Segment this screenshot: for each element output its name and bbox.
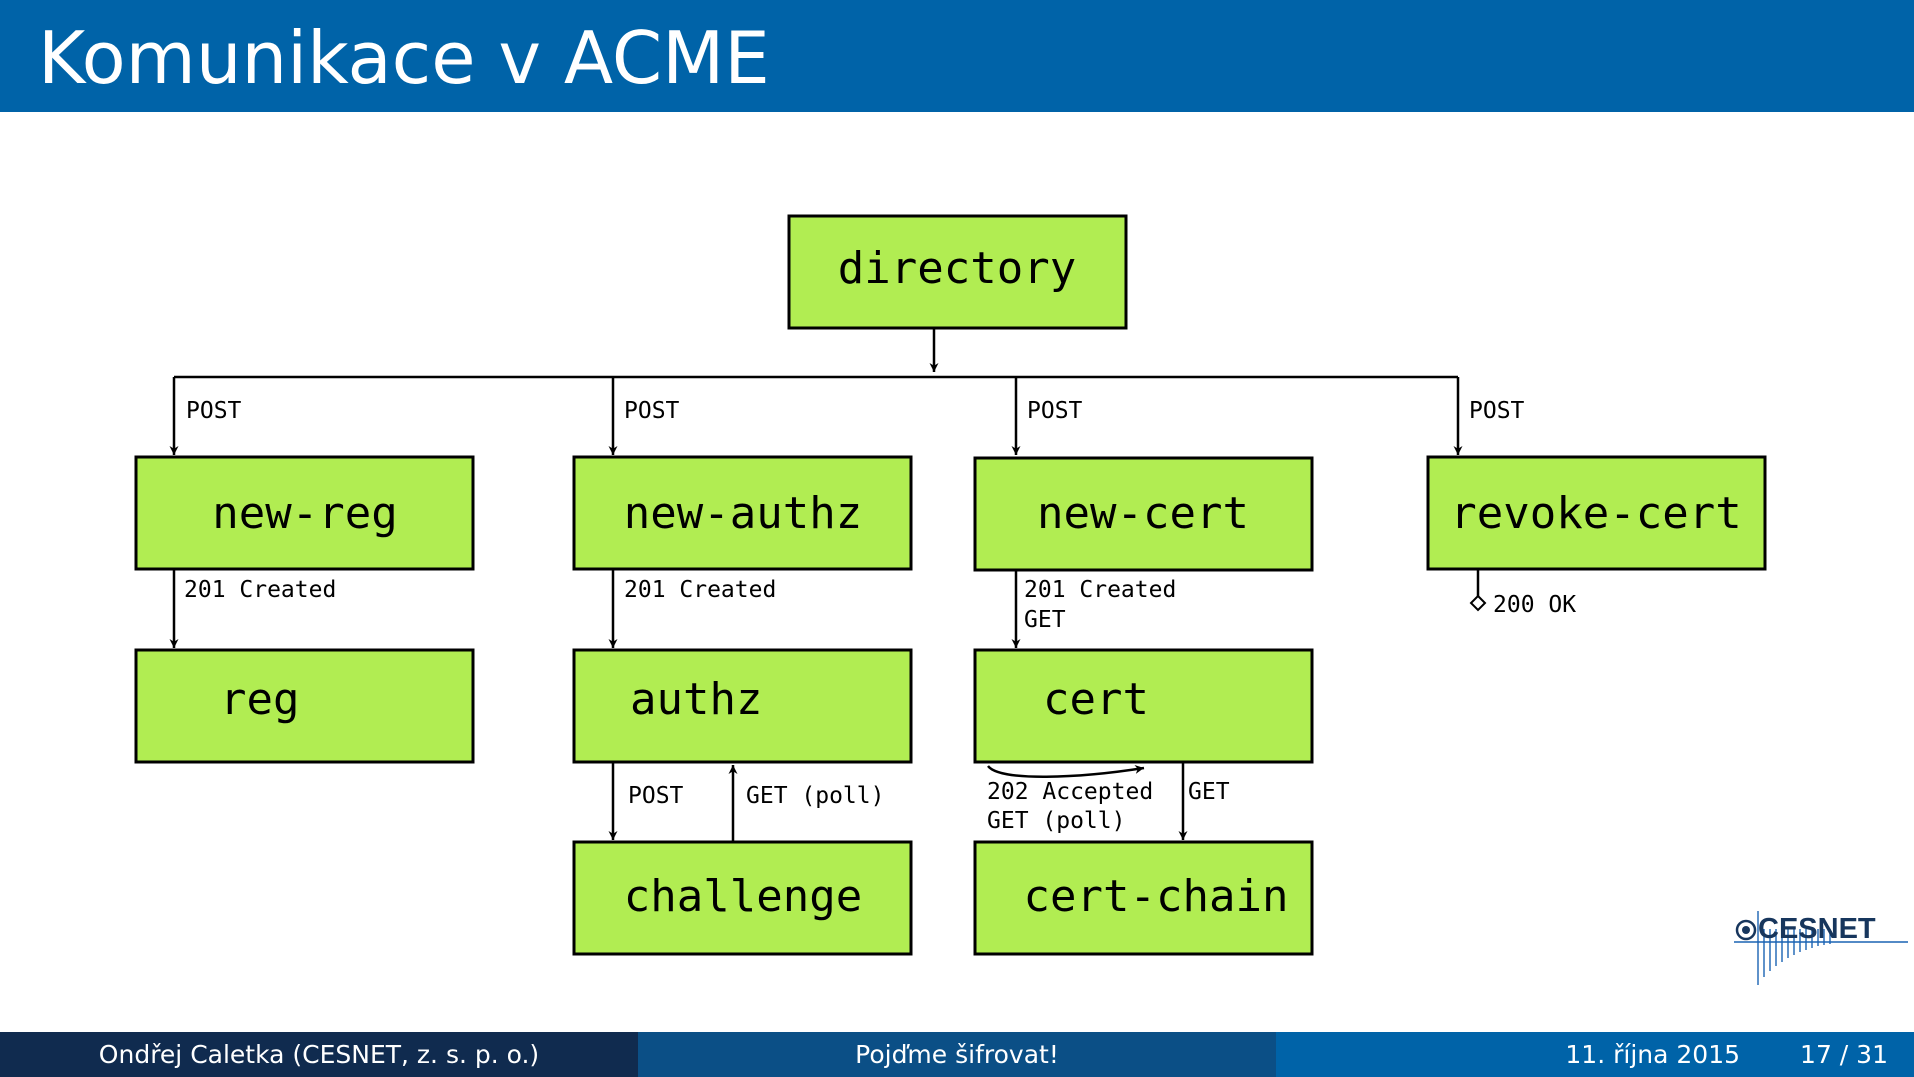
edge-label-get: GET — [1188, 779, 1230, 805]
node-new-authz: new-authz — [572, 455, 913, 571]
node-reg: reg — [134, 648, 475, 764]
edge-cert-accepted-loop — [987, 764, 1145, 778]
footer-talk-title: Pojďme šifrovat! — [638, 1032, 1276, 1077]
edge-label-202-accepted: 202 Accepted — [987, 779, 1153, 805]
edge-label-201-created: 201 Created — [1024, 577, 1176, 603]
edge-label-get-poll: GET (poll) — [987, 808, 1125, 834]
node-new-cert-label: new-cert — [1037, 488, 1249, 539]
node-directory: directory — [787, 214, 1128, 330]
slide-footer: Ondřej Caletka (CESNET, z. s. p. o.) Poj… — [0, 1032, 1914, 1077]
edge-label-post: POST — [1027, 398, 1083, 424]
edge-label-post: POST — [628, 783, 684, 809]
edge-label-200-ok: 200 OK — [1493, 592, 1576, 618]
edge-label-get: GET — [1024, 607, 1066, 633]
node-new-cert: new-cert — [973, 456, 1314, 572]
node-cert-label: cert — [1043, 674, 1149, 725]
slide-title: Komunikace v ACME — [38, 16, 770, 100]
footer-author: Ondřej Caletka (CESNET, z. s. p. o.) — [0, 1032, 638, 1077]
edge-labels: POST POST POST POST 201 Created 201 Crea… — [184, 398, 1576, 834]
diamond-marker-icon — [1469, 594, 1487, 612]
node-directory-label: directory — [838, 243, 1076, 294]
node-cert: cert — [973, 648, 1314, 764]
cesnet-logo: CESNET — [1734, 911, 1908, 985]
node-authz-label: authz — [630, 674, 762, 725]
footer-date: 11. října 2015 — [1565, 1040, 1740, 1069]
edge-label-post: POST — [624, 398, 680, 424]
slide-header: Komunikace v ACME — [0, 0, 1914, 112]
node-revoke-cert-label: revoke-cert — [1450, 488, 1741, 539]
node-challenge: challenge — [572, 840, 913, 956]
node-cert-chain: cert-chain — [973, 840, 1314, 956]
footer-page-number: 17 / 31 — [1800, 1040, 1888, 1069]
edge-label-201-created: 201 Created — [624, 577, 776, 603]
node-challenge-label: challenge — [624, 871, 862, 922]
edge-label-post: POST — [186, 398, 242, 424]
node-new-reg-label: new-reg — [212, 488, 397, 539]
edges — [169, 328, 1480, 842]
cesnet-logo-text: CESNET — [1758, 913, 1876, 945]
node-new-reg: new-reg — [134, 455, 475, 571]
edge-label-post: POST — [1469, 398, 1525, 424]
node-cert-chain-label: cert-chain — [1024, 871, 1289, 922]
footer-right: 11. října 2015 17 / 31 — [1276, 1032, 1914, 1077]
edge-label-201-created: 201 Created — [184, 577, 336, 603]
node-revoke-cert: revoke-cert — [1426, 455, 1767, 571]
node-reg-label: reg — [220, 674, 299, 725]
edge-label-get-poll: GET (poll) — [746, 783, 884, 809]
node-new-authz-label: new-authz — [624, 488, 862, 539]
node-authz: authz — [572, 648, 913, 764]
